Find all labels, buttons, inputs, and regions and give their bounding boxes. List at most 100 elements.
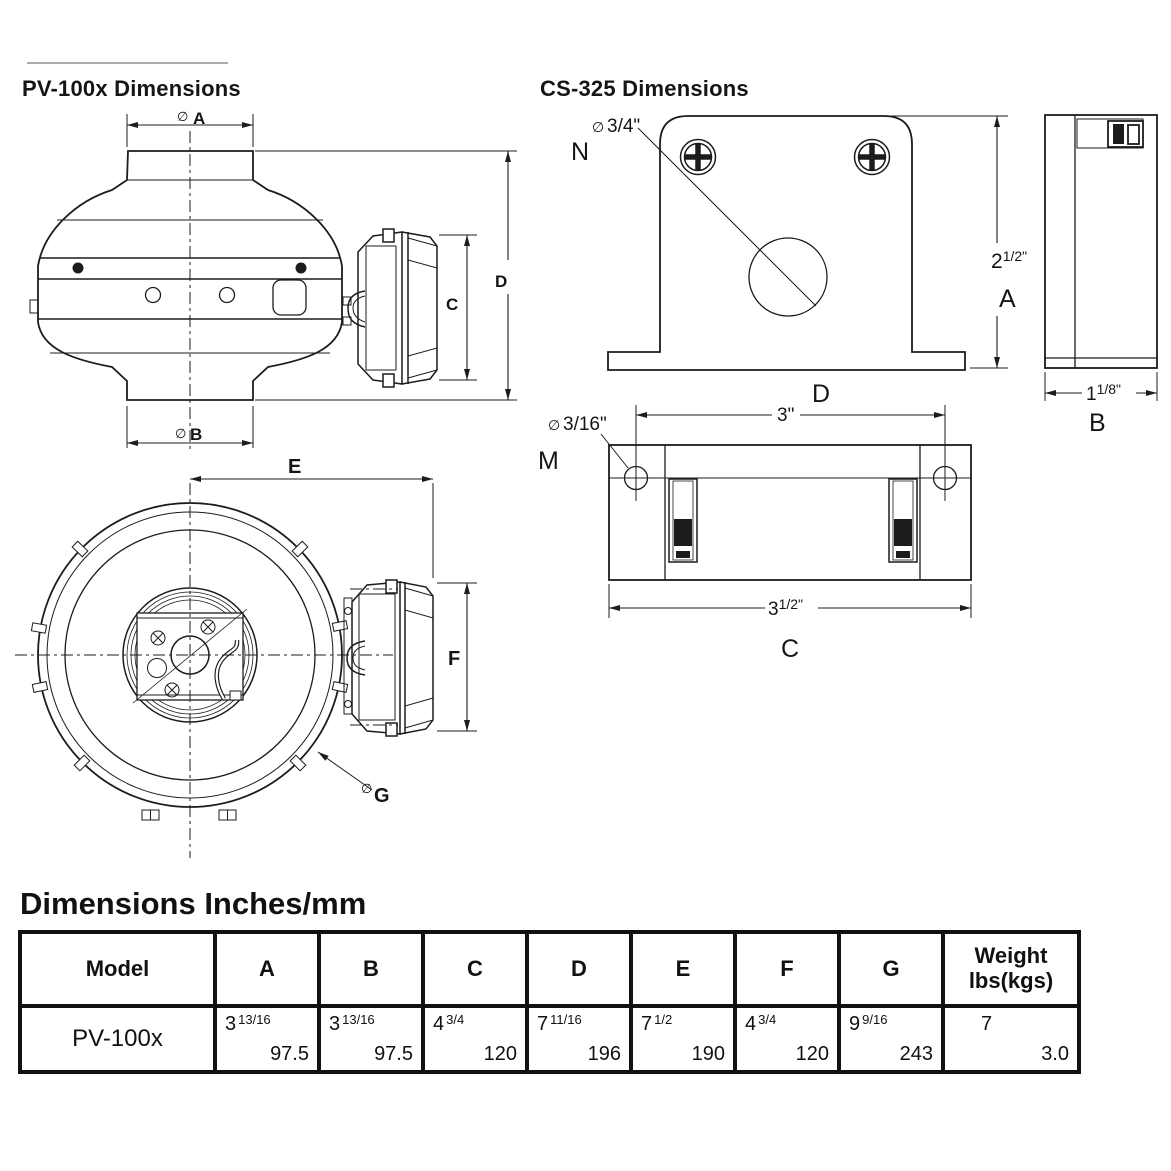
junction-box-side: [342, 228, 438, 388]
cable-hole: [748, 237, 828, 317]
mm-value: 190: [691, 1043, 725, 1065]
dim-label-e: E: [288, 456, 301, 478]
pv-side-view: ∅ A ∅ B C: [29, 109, 517, 450]
cs-dim-c: 31/2" C: [608, 584, 972, 663]
mm-value: 120: [795, 1043, 829, 1065]
rim-tabs: [30, 540, 349, 772]
phillips-screw-right: [853, 138, 891, 176]
dim-e: E: [190, 456, 434, 578]
cs-d-value: 3": [777, 405, 794, 426]
mount-hole-right: [932, 465, 958, 491]
dim-f: F: [437, 582, 477, 732]
col-header-f: F: [733, 930, 841, 1008]
cs-dim-a: 21/2" A: [890, 115, 1027, 369]
pv-front-view: E F ∅ G: [15, 456, 477, 858]
table-title: Dimensions Inches/mm: [20, 886, 367, 921]
dia-symbol: ∅: [177, 109, 188, 124]
cs-bottom-view: ∅ 3/16" M 31/2" C: [538, 414, 972, 663]
side-clip: [1076, 118, 1144, 149]
bracket-base-outline: [608, 444, 972, 581]
col-header-d: D: [525, 930, 633, 1008]
band-screw-right: [295, 262, 307, 274]
leader-g: ∅ G: [317, 751, 390, 807]
pv-section-title: PV-100x Dimensions: [22, 76, 241, 101]
cs-section-title: CS-325 Dimensions: [540, 76, 749, 101]
dim-d: D: [255, 150, 517, 401]
dim-b: ∅ B: [126, 406, 254, 448]
dim-label-a: A: [193, 109, 205, 128]
model-cell: PV-100x: [18, 1004, 217, 1074]
mm-value: 196: [587, 1043, 621, 1065]
housing-hole: [144, 286, 162, 304]
weight-kgs: 3.0: [1041, 1043, 1069, 1065]
mm-value: 97.5: [374, 1043, 413, 1065]
mm-value: 243: [899, 1043, 933, 1065]
weight-header-line1: Weight: [974, 943, 1048, 969]
dim-label-b: B: [190, 425, 202, 444]
col-header-b: B: [317, 930, 425, 1008]
clip-left: [668, 478, 698, 563]
hole-size-label: 3/16": [563, 414, 607, 435]
box-bolt: [385, 722, 398, 737]
weight-header-line2: lbs(kgs): [968, 968, 1054, 993]
col-header-g: G: [837, 930, 945, 1008]
box-bolt: [385, 579, 398, 594]
leader-n-line: [637, 127, 817, 307]
nameplate: [272, 279, 307, 316]
box-bolt: [382, 373, 395, 388]
technical-drawing: ∅ A ∅ B C: [15, 109, 1158, 858]
divider-line: [27, 62, 228, 64]
col-header-e: E: [629, 930, 737, 1008]
fan-body-outline: [37, 150, 343, 401]
housing-hole: [218, 286, 236, 304]
cs-a-value: 21/2": [991, 248, 1027, 273]
junction-box-front: [343, 579, 434, 737]
mm-value: 120: [483, 1043, 517, 1065]
bracket-side-outline: [1044, 114, 1158, 369]
dia-symbol: ∅: [592, 119, 604, 135]
cs-c-label: C: [781, 635, 799, 663]
leader-label-m: M: [538, 447, 559, 475]
dimensions-table: Model A B C D E F G Weight lbs(kgs) PV-1…: [18, 930, 1081, 1074]
hole-size-label: 3/4": [607, 116, 640, 137]
bracket-outline: [607, 115, 966, 371]
col-header-model: Model: [18, 930, 217, 1008]
box-latch: [347, 290, 366, 328]
table-header-row: Model A B C D E F G Weight lbs(kgs): [18, 930, 1081, 1008]
dim-label-d: D: [495, 272, 507, 291]
phillips-screw-left: [679, 138, 717, 176]
box-latch: [346, 640, 366, 676]
dia-symbol: ∅: [361, 781, 372, 796]
cs-b-value: 11/8": [1086, 381, 1121, 405]
cs-side-view: 11/8" B: [1044, 114, 1158, 437]
col-header-a: A: [213, 930, 321, 1008]
edge-tab: [29, 299, 39, 314]
dim-label-g: G: [374, 785, 390, 807]
weight-lbs: 7: [981, 1013, 993, 1035]
cs-dim-b: 11/8" B: [1044, 372, 1158, 437]
box-bolt: [382, 228, 395, 243]
col-header-weight: Weight lbs(kgs): [941, 930, 1081, 1008]
leader-m: ∅ 3/16" M: [538, 414, 629, 475]
cs-dim-d: D 3": [635, 380, 946, 501]
weight-cell: 7 3.0: [941, 1004, 1081, 1074]
plate-screws: [150, 619, 216, 698]
dim-label-f: F: [448, 648, 460, 670]
mount-hole-left: [623, 465, 649, 491]
col-header-c: C: [421, 930, 529, 1008]
dim-a: ∅ A: [126, 109, 254, 147]
cs-b-label: B: [1089, 409, 1106, 437]
cs-c-value: 31/2": [768, 596, 803, 620]
